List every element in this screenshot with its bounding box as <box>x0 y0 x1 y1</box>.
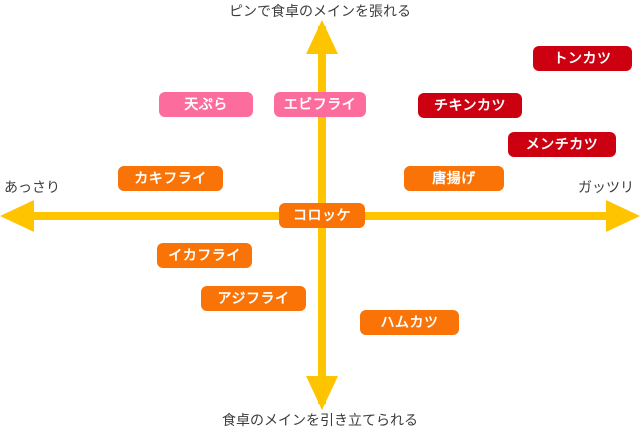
item-chip-karaage[interactable]: 唐揚げ <box>404 166 504 191</box>
item-chip-tonkatsu[interactable]: トンカツ <box>533 46 632 71</box>
arrow-up-icon <box>306 20 338 54</box>
item-chip-menchi-katsu[interactable]: メンチカツ <box>508 132 616 157</box>
axis-label-left: あっさり <box>4 179 60 195</box>
item-chip-korokke[interactable]: コロッケ <box>279 203 365 228</box>
item-chip-ebi-fry[interactable]: エビフライ <box>274 92 366 117</box>
axis-label-bottom: 食卓のメインを引き立てられる <box>222 412 418 428</box>
arrow-down-icon <box>306 376 338 410</box>
item-chip-ika-fry[interactable]: イカフライ <box>157 243 252 268</box>
item-chip-hamu-katsu[interactable]: ハムカツ <box>360 310 459 335</box>
item-chip-kaki-fry[interactable]: カキフライ <box>118 166 223 191</box>
item-chip-aji-fry[interactable]: アジフライ <box>201 286 306 311</box>
arrow-right-icon <box>606 200 640 232</box>
item-chip-tempura[interactable]: 天ぷら <box>159 92 253 117</box>
axis-label-right: ガッツリ <box>578 179 634 195</box>
item-chip-chicken-katsu[interactable]: チキンカツ <box>418 93 522 118</box>
arrow-left-icon <box>0 200 34 232</box>
axis-label-top: ピンで食卓のメインを張れる <box>229 3 411 19</box>
